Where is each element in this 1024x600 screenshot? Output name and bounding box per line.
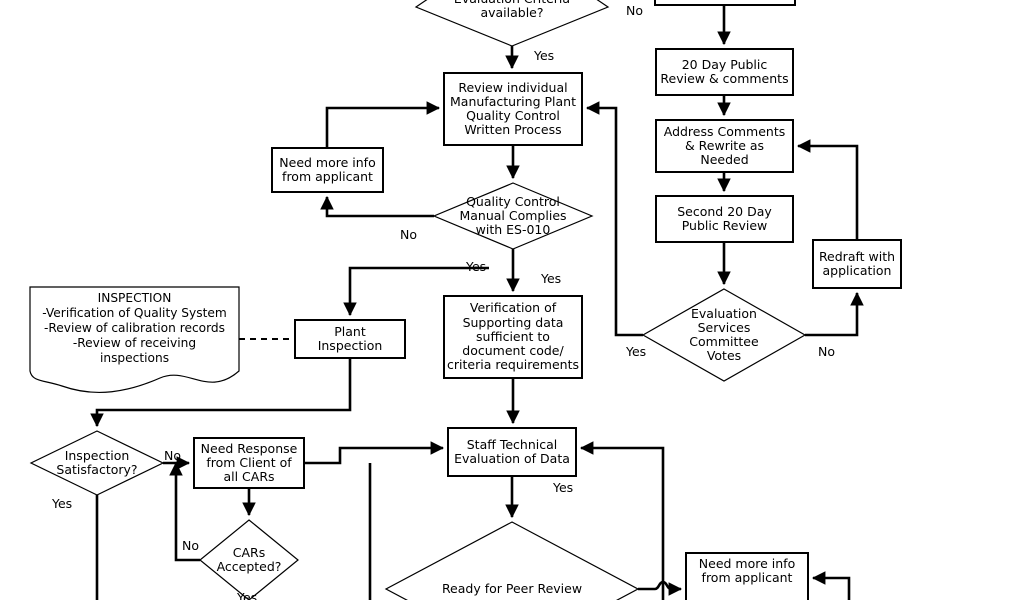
node-need-response-cars[interactable] [193,437,305,489]
node-verification-supporting[interactable] [443,295,583,379]
edge-need-response-to-staff [304,441,445,465]
edge-label-no-cars-accepted: No [182,538,199,553]
edge-label-yes-inspection-satisfactory: Yes [52,496,73,511]
edge-plant-inspection-to-satisfactory [90,358,352,428]
node-cars-accepted[interactable] [199,519,299,600]
edge-esc-yes-to-review [585,101,643,337]
node-qc-manual-complies[interactable] [432,182,594,250]
edge-label-yes-cars-accepted: Yes [237,590,258,600]
edge-label-no-top-right: No [626,3,643,18]
node-esc-votes[interactable] [641,288,807,382]
edge-label-no-qc-manual: No [400,227,417,242]
node-top-right-box[interactable] [654,0,796,6]
node-address-comments[interactable] [655,119,794,173]
node-redraft-with-application[interactable] [812,239,902,289]
edge-cars-no-to-need-response [169,461,200,562]
edge-need-info-right-to-staff [579,441,665,600]
edge-peer-review-to-need-info-right [638,580,683,596]
edge-label-yes-staff-technical: Yes [553,480,574,495]
node-inspection-satisfactory[interactable] [29,430,165,496]
edge-label-yes-eval-criteria: Yes [534,48,555,63]
node-evaluation-criteria[interactable] [414,0,610,47]
node-ready-peer-review[interactable] [384,521,640,600]
edge-label-no-esc-votes: No [818,344,835,359]
edge-qc-no-to-need-info [320,195,434,218]
node-plant-inspection[interactable] [294,319,406,359]
node-need-more-info-right[interactable] [685,552,809,600]
node-inspection-note-label: INSPECTION -Verification of Quality Syst… [42,291,227,365]
edge-label-yes-qc-manual-right: Yes [541,271,562,286]
edge-label-no-inspection-satisfactory: No [164,448,181,463]
node-inspection-note [29,286,240,394]
edge-return-into-need-info-right [811,571,851,600]
edge-need-info-to-review [325,101,441,148]
node-public-review-20[interactable] [655,48,794,96]
edge-label-yes-esc-votes: Yes [626,344,647,359]
node-review-individual[interactable] [443,72,583,146]
edge-esc-no-to-redraft [805,291,864,337]
node-need-more-info-left[interactable] [271,147,384,193]
edge-label-yes-qc-manual: Yes [466,259,487,274]
node-second-public-review[interactable] [655,195,794,243]
edge-qc-yes-to-plant-inspection [343,266,489,317]
node-staff-technical[interactable] [447,427,577,477]
edge-redraft-to-address [796,139,859,240]
